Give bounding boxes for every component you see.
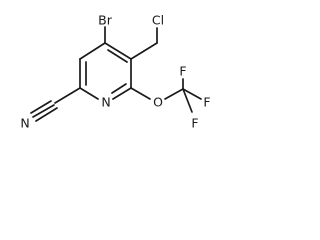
bond-c6-n1 — [112, 87, 132, 100]
ring-nitrogen-label: N — [101, 95, 110, 110]
bond-cf3-f-right — [182, 88, 202, 100]
bond-triple-2 — [32, 104, 55, 118]
bond-triple-3 — [35, 107, 58, 122]
fluorine-top-label: F — [179, 64, 186, 79]
bond-o-cf3 — [164, 88, 184, 100]
bond-c5-ch2 — [130, 42, 158, 60]
bond-c6-o — [130, 87, 151, 100]
bond-triple-1 — [30, 100, 52, 114]
pyridine-ring — [79, 42, 132, 100]
bond-c6-n1-inner — [111, 83, 127, 94]
ether-oxygen-label: O — [153, 95, 163, 110]
bromine-label: Br — [98, 13, 113, 28]
chemical-structure-diagram: Br Cl N N O F F F — [20, 13, 210, 131]
chlorine-label: Cl — [152, 13, 164, 28]
bond-c2-cn — [54, 87, 81, 104]
bond-n1-c2 — [79, 87, 99, 100]
fluorine-bottom-label: F — [191, 116, 198, 131]
bond-c4-c5 — [104, 42, 132, 60]
bond-c4-c5-inner — [107, 49, 128, 63]
nitrile-nitrogen-label: N — [20, 116, 29, 131]
bond-c3-c4 — [79, 42, 106, 60]
fluorine-right-label: F — [203, 95, 210, 110]
bond-cf3-f-bottom — [182, 88, 193, 113]
